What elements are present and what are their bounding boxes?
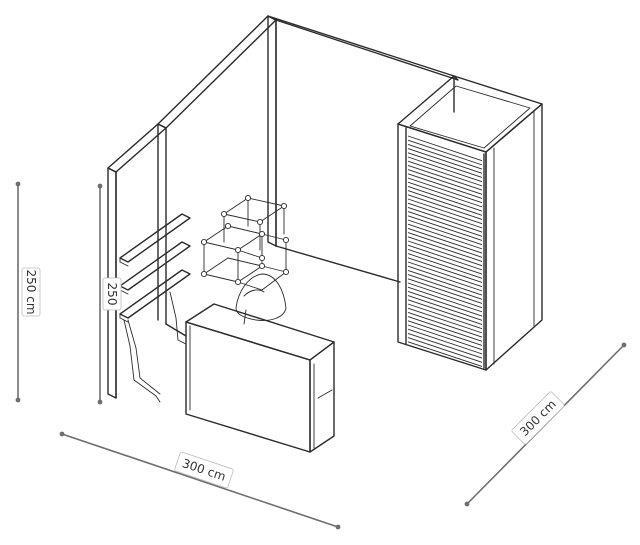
shutter-slat	[407, 169, 483, 195]
shutter-slat	[407, 135, 483, 162]
shutter-slat	[407, 211, 483, 237]
shutter-slat	[407, 337, 483, 363]
shutter-slat	[407, 160, 483, 187]
shutter-slat	[407, 290, 483, 317]
shutter-slat	[407, 164, 483, 191]
shutter-slat	[407, 139, 483, 166]
shutter-slat	[407, 194, 483, 220]
shutter-slat	[407, 341, 483, 367]
shutter-slat	[407, 311, 483, 338]
dimension-height-inner: 250	[97, 183, 122, 405]
dimension-height-outer: 250 cm	[15, 181, 41, 403]
shutter-slat	[407, 328, 483, 355]
shutter-slat	[407, 316, 483, 342]
shutter-slat	[407, 286, 483, 313]
shutter-slat	[407, 223, 483, 250]
shutter-slat	[407, 202, 483, 229]
shutter-slat	[407, 265, 483, 292]
shutter-slat	[407, 320, 483, 346]
shutter-slat	[407, 232, 483, 258]
shutter-slat	[407, 253, 483, 279]
shutter-slat	[407, 332, 483, 359]
roller-shutter	[407, 135, 483, 367]
shutter-slat	[407, 269, 483, 296]
shutter-slat	[407, 299, 483, 325]
shutter-slat	[407, 206, 483, 233]
floor-bracket	[123, 291, 187, 403]
shutter-slat	[407, 257, 483, 283]
shutter-slat	[407, 236, 483, 262]
shutter-slat	[407, 307, 483, 334]
shutter-slat	[407, 244, 483, 271]
back-wall	[267, 15, 459, 283]
shutter-slat	[407, 152, 483, 178]
shutter-slat	[407, 219, 483, 246]
shutter-slat	[407, 181, 483, 208]
reception-counter	[185, 303, 335, 453]
storage-cabin	[397, 75, 543, 371]
shutter-slat	[407, 185, 483, 212]
shutter-slat	[407, 227, 483, 254]
shutter-slat	[407, 240, 483, 267]
shutter-slat	[407, 324, 483, 351]
shutter-slat	[407, 198, 483, 225]
chair	[235, 273, 287, 325]
shutter-slat	[407, 215, 483, 241]
shutter-slat	[407, 143, 483, 170]
cube-shelf	[200, 194, 290, 291]
shutter-slat	[407, 282, 483, 309]
height-inner-label: 250	[105, 283, 119, 306]
dimension-width: 300 cm	[59, 431, 341, 530]
shutter-slat	[407, 148, 483, 174]
shutter-slat	[407, 173, 483, 199]
shutter-slat	[407, 190, 483, 216]
shutter-slat	[407, 177, 483, 204]
shutter-slat	[407, 295, 483, 321]
shutter-slat	[407, 278, 483, 304]
wall-shelves	[119, 213, 191, 323]
shutter-slat	[407, 248, 483, 275]
shutter-slat	[407, 261, 483, 288]
left-wall	[157, 15, 277, 337]
shutter-slat	[407, 274, 483, 300]
dimension-depth: 300 cm	[464, 342, 627, 507]
shutter-slat	[407, 303, 483, 330]
shutter-slat	[407, 156, 483, 183]
height-outer-label: 250 cm	[24, 269, 38, 314]
